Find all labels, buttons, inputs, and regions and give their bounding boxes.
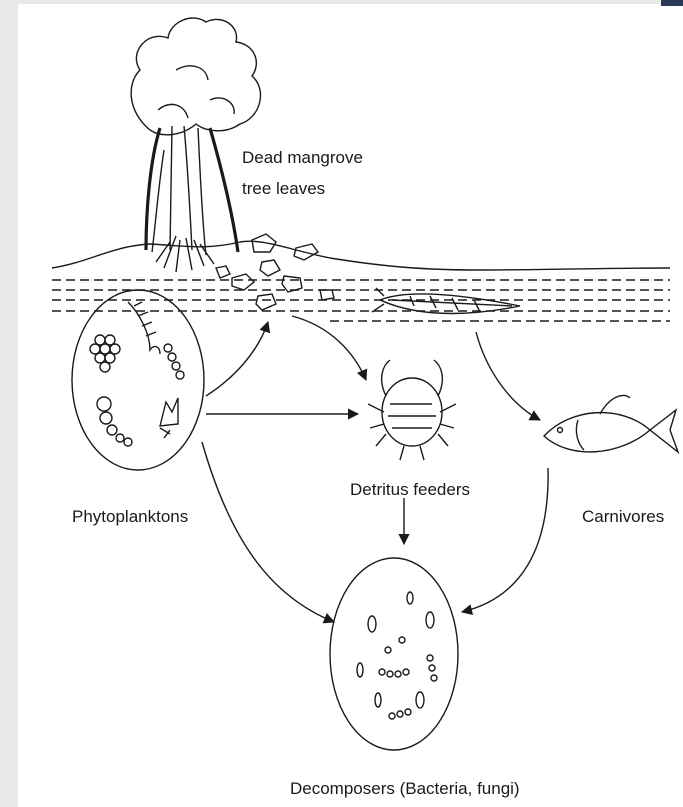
- fish-illustration: [544, 395, 678, 452]
- label-carnivores: Carnivores: [582, 507, 664, 526]
- arrow-phytoplankton-to-leaves: [206, 322, 268, 396]
- arrow-phytoplankton-to-decomposers: [202, 442, 334, 622]
- label-phytoplanktons: Phytoplanktons: [72, 507, 188, 526]
- food-web-arrows: [202, 316, 548, 622]
- label-dead-leaves-line1: Dead mangrove: [242, 148, 363, 167]
- label-dead-leaves-line2: tree leaves: [242, 179, 325, 198]
- arrow-leaves-to-detritus: [292, 316, 366, 380]
- decomposer-circle: [330, 558, 458, 750]
- detritus-feeder-illustration: [368, 360, 456, 460]
- phytoplankton-circle: [72, 290, 204, 470]
- mangrove-tree-illustration: [131, 18, 260, 272]
- label-detritus-feeders: Detritus feeders: [350, 480, 470, 499]
- arrow-leaf-to-carnivores: [476, 332, 540, 420]
- arrow-carnivores-to-decomposers: [462, 468, 548, 612]
- label-decomposers: Decomposers (Bacteria, fungi): [290, 779, 520, 798]
